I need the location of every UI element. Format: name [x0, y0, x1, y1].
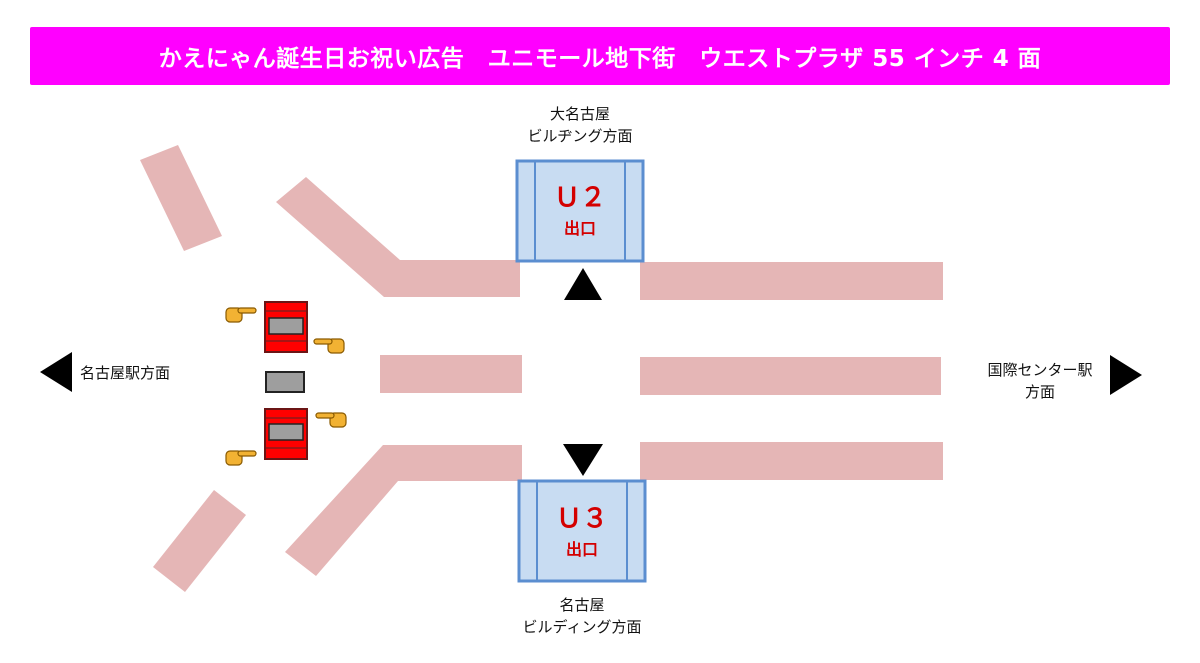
screen-middle [265, 371, 305, 393]
screen-lower [264, 408, 308, 460]
arrow-down-icon [563, 444, 603, 476]
wall-bottom-right [640, 442, 943, 480]
east-direction-label: 国際センター駅 方面 [975, 359, 1105, 403]
wall-middle-right [640, 357, 941, 395]
west-direction-label: 名古屋駅方面 [80, 364, 171, 382]
pointing-hand-icon [313, 338, 345, 354]
wall-middle-left [380, 355, 522, 393]
wall-lower-left-short [153, 490, 246, 592]
exit-u2-word: 出口 [564, 219, 596, 238]
title-banner: かえにゃん誕生日お祝い広告 ユニモール地下街 ウエストプラザ 55 インチ 4 … [30, 27, 1170, 85]
banner-title: かえにゃん誕生日お祝い広告 ユニモール地下街 ウエストプラザ 55 インチ 4 … [158, 46, 1042, 72]
north-destination-line2: ビルヂング方面 [527, 127, 633, 145]
wall-lower-left-bend [285, 445, 522, 576]
east-direction-line1: 国際センター駅 [987, 361, 1093, 379]
exit-u2-code: Ｕ２ [554, 182, 606, 212]
wall-upper-left-bend [276, 177, 520, 297]
exit-u3 [517, 479, 647, 583]
exit-u2 [515, 159, 645, 263]
exit-u3-word: 出口 [566, 540, 598, 559]
north-destination-label: 大名古屋 ビルヂング方面 [520, 103, 640, 147]
north-destination-line1: 大名古屋 [549, 105, 610, 123]
wall-upper-left-short [140, 145, 222, 251]
pointing-hand-icon [225, 307, 257, 323]
screen-upper [264, 301, 308, 353]
wall-top-right [640, 262, 943, 300]
exit-u3-code: Ｕ３ [556, 503, 608, 533]
arrow-left-icon [40, 352, 72, 392]
east-direction-line2: 方面 [1024, 383, 1055, 401]
arrow-right-icon [1110, 355, 1142, 395]
pointing-hand-icon [315, 412, 347, 428]
south-destination-line1: 名古屋 [559, 596, 605, 614]
pointing-hand-icon [225, 450, 257, 466]
south-destination-label: 名古屋 ビルディング方面 [520, 594, 644, 638]
corridor-walls [140, 145, 943, 592]
arrow-up-icon [564, 268, 602, 300]
south-destination-line2: ビルディング方面 [522, 618, 642, 636]
